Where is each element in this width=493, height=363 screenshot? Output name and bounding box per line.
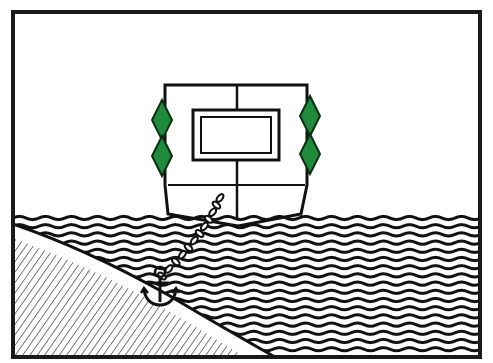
vessel-icon: [165, 85, 307, 226]
wheelhouse-window: [201, 117, 271, 153]
